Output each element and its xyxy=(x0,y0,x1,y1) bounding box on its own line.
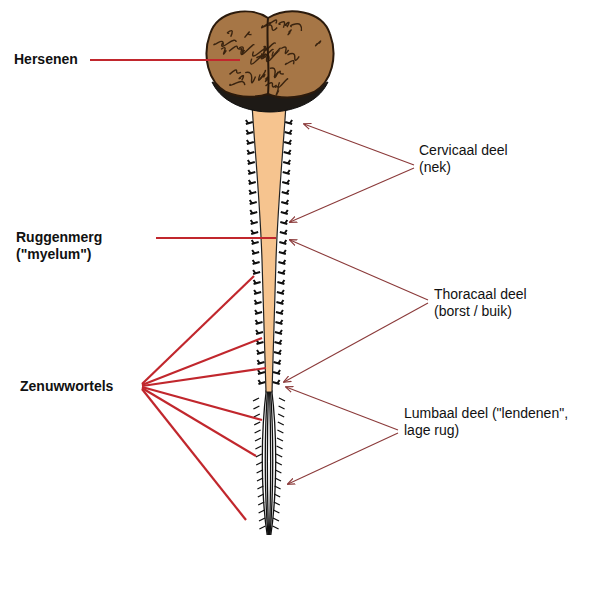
cauda-equina xyxy=(253,390,285,535)
leader-lines xyxy=(90,60,276,520)
spinal-cord xyxy=(252,104,286,392)
part-label: Zenuwwortels xyxy=(20,378,140,395)
organ-label: Hersenen xyxy=(14,51,94,68)
brain-fissure xyxy=(267,18,268,94)
region-label: Cervicaal deel (nek) xyxy=(419,142,537,176)
region-label: Thoracaal deel (borst / buik) xyxy=(434,286,558,320)
organ-label: Ruggenmerg ("myelum") xyxy=(16,229,116,263)
brain xyxy=(207,11,334,97)
region-label: Lumbaal deel ("lendenen", lage rug) xyxy=(404,405,574,439)
